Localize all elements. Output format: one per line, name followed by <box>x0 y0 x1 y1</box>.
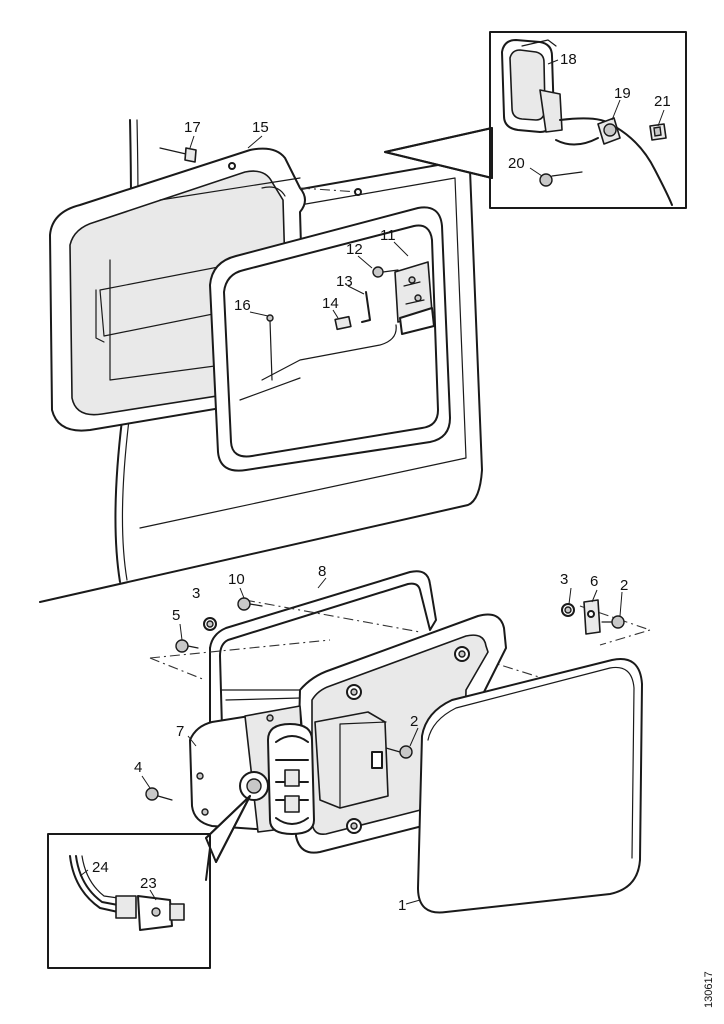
screw-17 <box>159 147 197 163</box>
callout-3-left: 3 <box>192 585 200 602</box>
panel-opening-frame <box>209 206 451 472</box>
fuel-door-1 <box>417 658 643 914</box>
leader-lines <box>79 59 665 905</box>
callout-labels: 1 2 2 3 3 4 5 6 7 8 10 11 12 13 14 15 16… <box>92 51 671 914</box>
bracket-6 <box>583 599 601 635</box>
callout-18: 18 <box>560 51 577 68</box>
callout-21: 21 <box>654 93 671 110</box>
callout-6: 6 <box>590 573 598 590</box>
callout-24: 24 <box>92 859 109 876</box>
screw-4 <box>145 787 173 801</box>
detail-inset-switch <box>47 795 251 969</box>
screw-10 <box>237 597 263 611</box>
callout-5: 5 <box>172 607 180 624</box>
drawing-reference-number: 130617 <box>703 971 715 1008</box>
callout-15: 15 <box>252 119 269 136</box>
callout-14: 14 <box>322 295 339 312</box>
spring-13 <box>361 291 371 323</box>
detail-inset-actuator <box>384 31 687 209</box>
callout-16: 16 <box>234 297 251 314</box>
callout-4: 4 <box>134 759 142 776</box>
callout-10: 10 <box>228 571 245 588</box>
pin-16 <box>266 314 274 381</box>
callout-23: 23 <box>140 875 157 892</box>
hinge-box <box>314 711 389 809</box>
callout-7: 7 <box>176 723 184 740</box>
callout-19: 19 <box>614 85 631 102</box>
callout-3-right: 3 <box>560 571 568 588</box>
screw-12 <box>372 266 399 278</box>
screw-2-right <box>601 615 625 629</box>
nut-3-left <box>203 617 217 631</box>
callout-12: 12 <box>346 241 363 258</box>
callout-8: 8 <box>318 563 326 580</box>
callout-1: 1 <box>398 897 406 914</box>
seal-frame-8 <box>209 570 437 736</box>
callout-2-middle: 2 <box>410 713 418 730</box>
callout-11: 11 <box>380 227 396 244</box>
hinge-spring <box>267 723 315 835</box>
screw-2-middle <box>385 745 413 759</box>
nut-3-right <box>561 603 575 617</box>
callout-2-right: 2 <box>620 577 628 594</box>
clip-14 <box>334 315 352 331</box>
screw-5 <box>175 639 199 653</box>
callout-17: 17 <box>184 119 201 136</box>
callout-13: 13 <box>336 273 353 290</box>
latch-bracket <box>394 261 435 335</box>
callout-20: 20 <box>508 155 525 172</box>
